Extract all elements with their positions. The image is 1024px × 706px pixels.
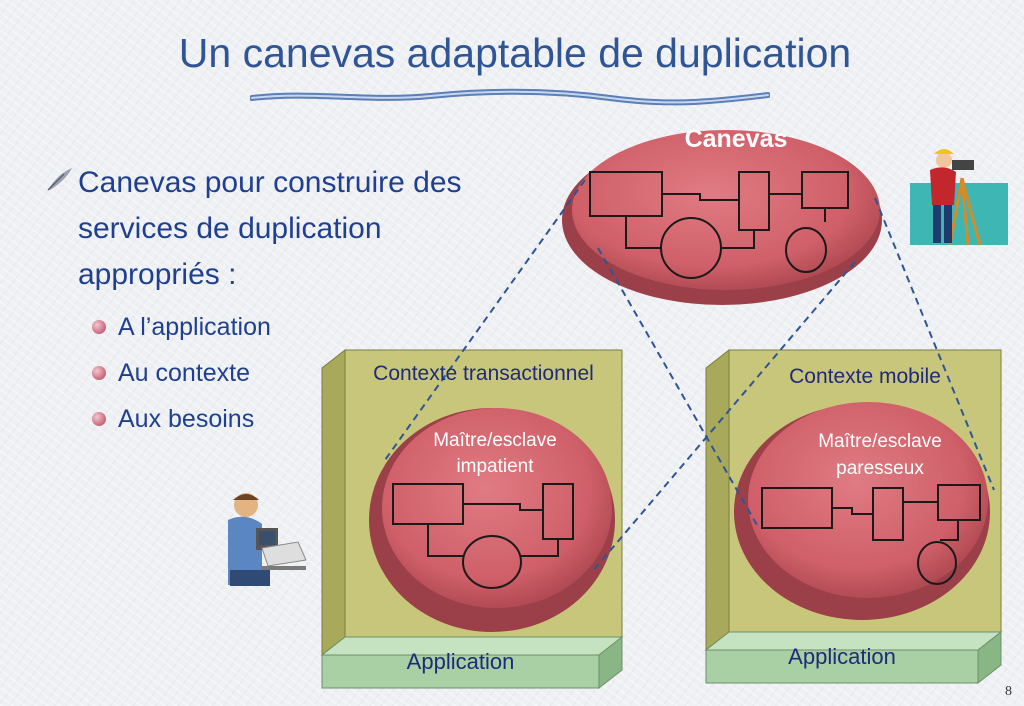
quill-bullet-icon (47, 168, 72, 191)
office-worker-clipart (228, 493, 307, 586)
oval-label-right-line1: Maître/esclave (818, 431, 942, 452)
sub-bullet-label: A l’application (118, 313, 271, 341)
main-bullet-text: Canevas pour construire des services de … (78, 166, 462, 291)
right-replication-oval (734, 402, 990, 620)
oval-label-right-line2: paresseux (836, 458, 924, 479)
sub-bullet-item: Aux besoins (40, 396, 480, 442)
sub-bullet-label: Au contexte (118, 359, 251, 387)
oval-label-left-line1: Maître/esclave (433, 430, 557, 451)
page-number: 8 (1005, 684, 1012, 699)
right-application-base (704, 630, 1003, 685)
surveyor-clipart (910, 149, 1008, 246)
projection-lines (384, 179, 995, 573)
pink-dot-bullet-icon (92, 366, 106, 380)
title-underline (250, 88, 770, 106)
sub-bullet-item: A l’application (40, 304, 480, 350)
main-bullet: Canevas pour construire des services de … (40, 160, 480, 298)
pink-dot-bullet-icon (92, 412, 106, 426)
context-label-mobile: Contexte mobile (789, 365, 941, 388)
bullet-list: Canevas pour construire des services de … (40, 160, 480, 442)
canevas-oval (562, 130, 882, 305)
sub-bullet-item: Au contexte (40, 350, 480, 396)
sub-bullet-list: A l’application Au contexte Aux besoins (40, 304, 480, 442)
slide-title: Un canevas adaptable de duplication (178, 30, 852, 76)
context-label-transactional: Contexte transactionnel (373, 362, 594, 385)
left-application-base (320, 635, 624, 690)
oval-label-left-line2: impatient (456, 456, 534, 477)
application-label-right: Application (788, 644, 896, 669)
sub-bullet-label: Aux besoins (118, 405, 255, 433)
left-replication-oval (369, 408, 615, 632)
application-label-left: Application (406, 649, 515, 674)
canevas-label: Canevas (684, 125, 788, 153)
pink-dot-bullet-icon (92, 320, 106, 334)
